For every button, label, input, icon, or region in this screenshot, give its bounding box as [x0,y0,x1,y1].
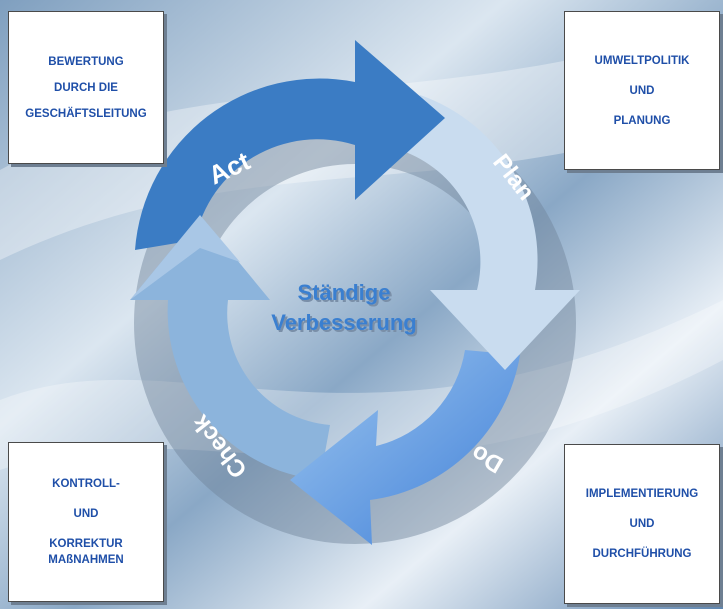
center-title-line2: Verbesserung [271,310,417,335]
box-implementierung: IMPLEMENTIERUNG UND DURCHFÜHRUNG [564,444,720,604]
box-umweltpolitik: UMWELTPOLITIK UND PLANUNG [564,11,720,170]
box-kontroll-line2: UND [73,508,99,520]
act-arrow [135,40,445,250]
box-kontroll: KONTROLL- UND KORREKTUR MAßNAHMEN [8,442,164,602]
box-implementierung-line1: IMPLEMENTIERUNG [585,488,699,500]
check-arrow [130,215,330,480]
box-bewertung-line2: DURCH DIE [54,81,118,94]
do-arrow [290,350,520,545]
box-umweltpolitik-line2: UND [629,84,655,97]
plan-arrow [400,95,580,370]
box-kontroll-line4: MAßNAHMEN [48,554,124,566]
box-bewertung-line3: GESCHÄFTSLEITUNG [25,107,147,120]
center-title-line1: Ständige [297,280,391,305]
box-kontroll-line1: KONTROLL- [52,478,120,490]
box-kontroll-line3: KORREKTUR [49,538,123,550]
box-implementierung-line2: UND [629,518,655,530]
box-umweltpolitik-line1: UMWELTPOLITIK [594,54,690,67]
box-bewertung-line1: BEWERTUNG [48,55,124,68]
box-umweltpolitik-line3: PLANUNG [613,114,671,127]
center-title: Ständige Verbesserung [240,278,448,338]
box-bewertung: BEWERTUNG DURCH DIE GESCHÄFTSLEITUNG [8,11,164,164]
box-implementierung-line3: DURCHFÜHRUNG [592,548,692,560]
